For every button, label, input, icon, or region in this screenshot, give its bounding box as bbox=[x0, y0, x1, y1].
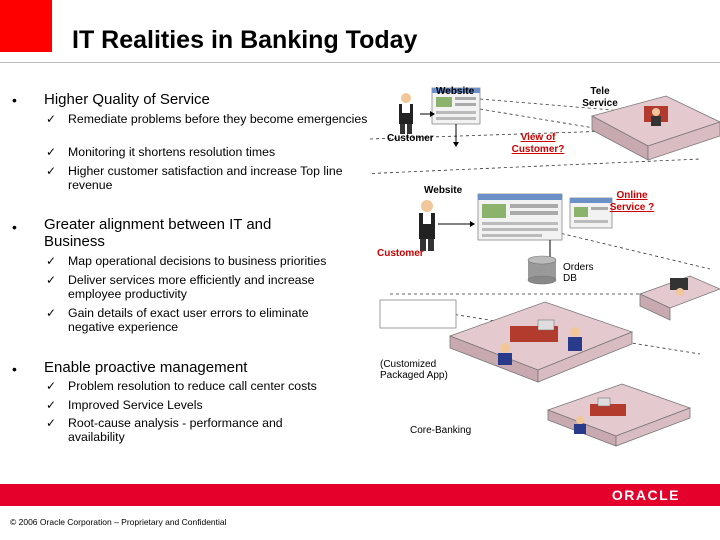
check-icon: ✓ bbox=[46, 416, 57, 430]
brand-red-square bbox=[0, 0, 52, 52]
label-customer-mid: Customer bbox=[377, 248, 424, 259]
check-icon: ✓ bbox=[46, 379, 57, 393]
bullet-dot: • bbox=[12, 361, 17, 377]
bullet-item: Improved Service Levels bbox=[68, 398, 203, 412]
label-customer-top: Customer bbox=[387, 133, 434, 144]
label-orders-db: Orders DB bbox=[563, 262, 594, 284]
title-divider bbox=[0, 62, 720, 63]
label-online-service: Online Service ? bbox=[609, 190, 655, 213]
check-icon: ✓ bbox=[46, 306, 57, 320]
bullet-heading: Enable proactive management bbox=[44, 359, 248, 376]
orders-db-cylinder bbox=[527, 255, 557, 285]
label-view-of-customer: View of Customer? bbox=[511, 132, 565, 155]
check-icon: ✓ bbox=[46, 254, 57, 268]
bullet-item: Deliver services more efficiently and in… bbox=[68, 273, 315, 302]
label-tele-service: Tele Service bbox=[582, 86, 618, 109]
bullet-dot: • bbox=[12, 92, 17, 108]
bullet-item: Map operational decisions to business pr… bbox=[68, 254, 327, 268]
check-icon: ✓ bbox=[46, 398, 57, 412]
customer-person-top bbox=[399, 93, 413, 134]
core-banking-office bbox=[546, 383, 692, 447]
tele-service-office bbox=[590, 95, 720, 161]
online-service-office bbox=[638, 275, 720, 321]
bullet-item: Monitoring it shortens resolution times bbox=[68, 145, 276, 159]
label-website-mid: Website bbox=[424, 185, 463, 196]
oracle-logo: ORACLE bbox=[611, 487, 680, 503]
bullet-item: Higher customer satisfaction and increas… bbox=[68, 164, 343, 193]
check-icon: ✓ bbox=[46, 164, 57, 178]
customer-person-mid bbox=[419, 200, 435, 251]
footer-bar bbox=[0, 484, 720, 506]
bullet-item: Gain details of exact user errors to eli… bbox=[68, 306, 309, 335]
copyright-text: © 2006 Oracle Corporation – Proprietary … bbox=[10, 517, 227, 527]
check-icon: ✓ bbox=[46, 145, 57, 159]
bullet-item: Remediate problems before they become em… bbox=[68, 112, 368, 126]
bullet-item: Root-cause analysis - performance and av… bbox=[68, 416, 283, 445]
bullet-heading: Higher Quality of Service bbox=[44, 91, 210, 108]
app-box-placeholder bbox=[379, 299, 457, 329]
page-title: IT Realities in Banking Today bbox=[72, 26, 418, 54]
label-website-top: Website bbox=[436, 86, 475, 97]
label-customized-app: (Customized Packaged App) bbox=[380, 359, 448, 381]
banking-it-diagram bbox=[370, 87, 720, 447]
website-window-mid bbox=[477, 193, 563, 241]
customized-app-office bbox=[448, 301, 634, 383]
bullet-heading: Greater alignment between IT and Busines… bbox=[44, 216, 272, 250]
website-window-top bbox=[431, 87, 481, 125]
check-icon: ✓ bbox=[46, 112, 57, 126]
website-window-mid-2 bbox=[569, 197, 613, 229]
check-icon: ✓ bbox=[46, 273, 57, 287]
bullet-item: Problem resolution to reduce call center… bbox=[68, 379, 317, 393]
label-core-banking: Core-Banking bbox=[410, 425, 472, 436]
bullet-dot: • bbox=[12, 219, 17, 235]
